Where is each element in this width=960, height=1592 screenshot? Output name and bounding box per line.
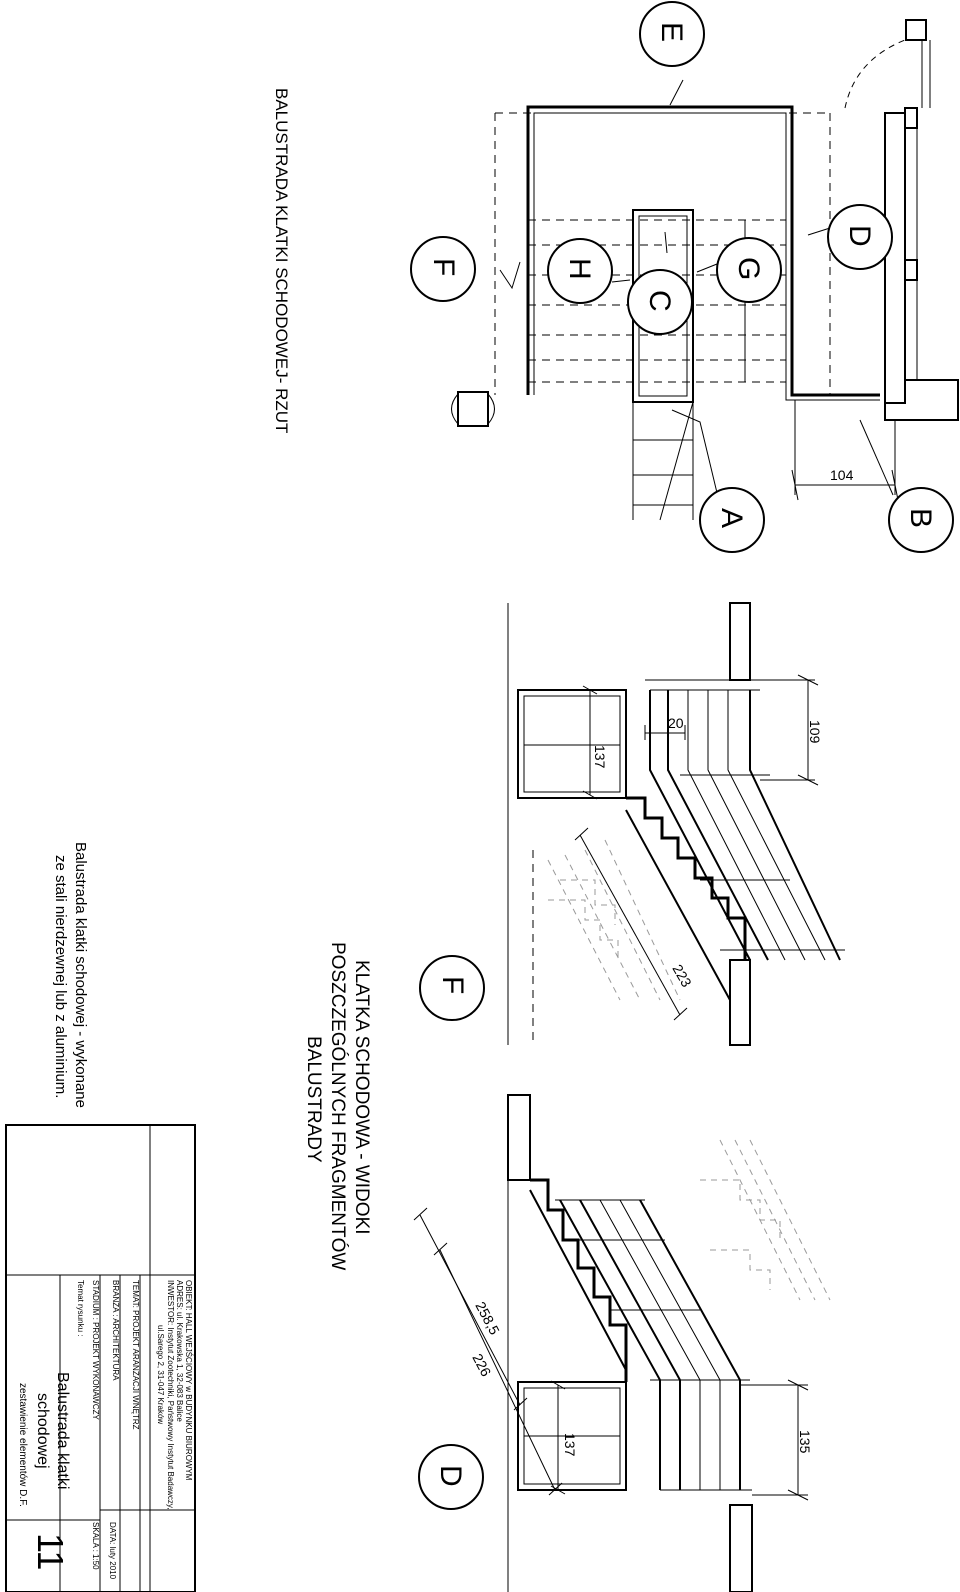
svg-text:ze stali nierdzewnej lub z alu: ze stali nierdzewnej lub z aluminium. <box>52 855 69 1098</box>
svg-text:G: G <box>732 257 765 280</box>
plan-title: BALUSTRADA KLATKI SCHODOWEJ- RZUT <box>272 88 291 433</box>
plan-marker-H: H <box>547 238 613 304</box>
svg-text:F: F <box>427 258 460 276</box>
plan-view: BALUSTRADA KLATKI SCHODOWEJ- RZUT <box>272 1 959 553</box>
view-f-dim-137: 137 <box>592 745 608 769</box>
tb-data: DATA: luty 2010 <box>108 1522 117 1580</box>
plan-marker-B: B <box>888 487 954 553</box>
svg-text:A: A <box>715 508 748 528</box>
view-f: 109 20 137 223 F <box>419 602 845 1046</box>
tb-inwestor-addr: ul.Sarego 2, 31-047 Kraków <box>156 1325 165 1424</box>
tb-obiekt: OBIEKT: HALL WEJŚCIOWY w BUDYNKU BIUROWY… <box>184 1280 193 1481</box>
view-d-stair-profile <box>530 1178 628 1382</box>
svg-text:Balustrada klatki schodowej -: Balustrada klatki schodowej - wykonane <box>72 842 89 1108</box>
tb-drawing-title-1: Balustrada klatki <box>54 1372 71 1489</box>
plan-marker-A: A <box>699 487 765 553</box>
plan-marker-C: C <box>627 269 693 335</box>
material-note: Balustrada klatki schodowej - wykonane z… <box>52 842 89 1108</box>
tb-drawing-title-2: schodowej <box>34 1393 51 1469</box>
plan-marker-D: D <box>827 204 893 270</box>
tb-stadium: STADIUM : PROJEKT WYKONAWCZY <box>91 1280 100 1421</box>
view-d-dim-258-5: 258,5 <box>472 1299 503 1338</box>
tb-branza: BRANŻA : ARCHITEKTURA <box>111 1280 120 1381</box>
plan-marker-F: F <box>410 236 476 302</box>
svg-text:BALUSTRADY: BALUSTRADY <box>303 1036 324 1163</box>
plan-dimension-104: 104 <box>830 467 854 483</box>
tb-drawing-subtitle: zestawienie elementów D.F. <box>17 1383 28 1507</box>
plan-marker-E: E <box>639 1 705 67</box>
views-title: KLATKA SCHODOWA - WIDOKI POSZCZEGÓLNYCH … <box>303 942 372 1270</box>
tb-skala: SKALA : 1:50 <box>91 1522 100 1570</box>
tb-temat: TEMAT: PROJEKT ARANŻACJI WNĘTRZ <box>131 1280 140 1430</box>
view-d-dim-135: 135 <box>797 1430 813 1454</box>
view-f-marker: F <box>419 955 485 1021</box>
svg-text:F: F <box>436 976 469 994</box>
svg-text:B: B <box>904 508 937 528</box>
view-f-stair-profile <box>626 796 747 960</box>
view-f-dim-109: 109 <box>807 720 823 744</box>
svg-text:C: C <box>643 290 676 312</box>
plan-right-wall <box>884 112 906 404</box>
plan-outer-wall <box>526 105 880 397</box>
title-block: OBIEKT: HALL WEJŚCIOWY w BUDYNKU BIUROWY… <box>5 1124 196 1592</box>
plan-marker-G: G <box>716 237 782 303</box>
svg-text:D: D <box>434 1465 467 1487</box>
view-f-dim-223: 223 <box>669 962 695 990</box>
view-d-marker: D <box>418 1444 484 1510</box>
svg-text:E: E <box>655 22 688 42</box>
svg-text:KLATKA SCHODOWA - WIDOKI: KLATKA SCHODOWA - WIDOKI <box>351 960 372 1234</box>
view-d-dim-137: 137 <box>562 1433 578 1457</box>
svg-text:POSZCZEGÓLNYCH FRAGMENTÓW: POSZCZEGÓLNYCH FRAGMENTÓW <box>327 942 349 1270</box>
tb-temat-rysunku-label: Temat rysunku : <box>76 1280 85 1336</box>
view-f-dim-20: 20 <box>668 715 684 731</box>
tb-inwestor: INWESTOR: Instytut Zootechniki, Państwow… <box>166 1280 175 1510</box>
plan-column <box>457 391 489 427</box>
view-d: 258,5 226 137 135 D <box>413 1094 831 1592</box>
tb-adres: ADRES: ul. Krakowska 1, 32-083 Balice <box>175 1280 184 1422</box>
svg-text:D: D <box>843 225 876 247</box>
svg-text:H: H <box>563 258 596 280</box>
tb-sheet-number: 11 <box>30 1533 71 1570</box>
